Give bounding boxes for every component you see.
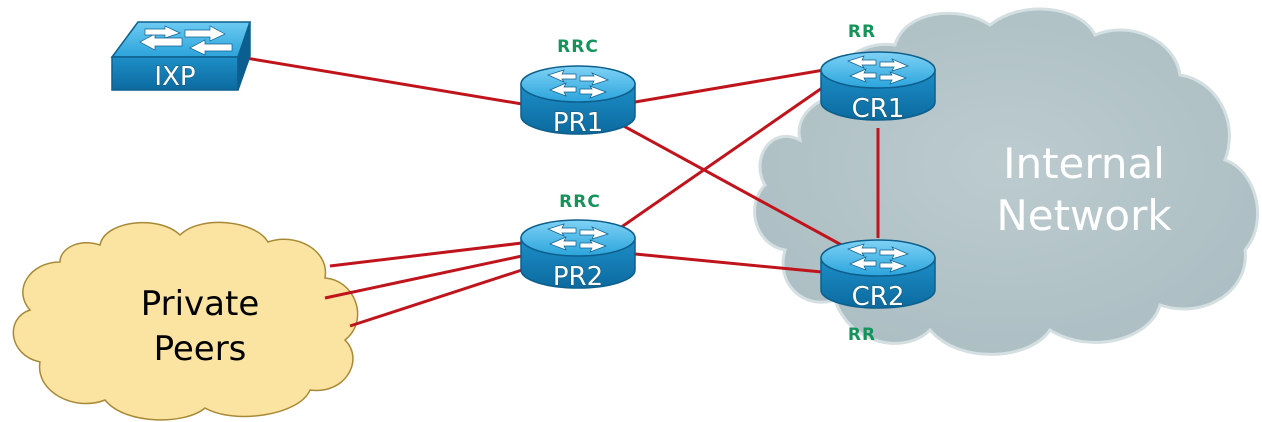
link-pr1-cr2	[619, 122, 859, 256]
cr1-label: CR1	[852, 94, 905, 124]
links	[245, 56, 880, 328]
router-pr2[interactable]: PR2	[520, 219, 636, 293]
link-private-pr2-b	[324, 254, 523, 300]
router-cr1[interactable]: CR1	[820, 51, 936, 125]
router-arrows-icon	[847, 243, 909, 273]
pr2-role-label: RRC	[559, 192, 601, 212]
private-cloud-label-line2: Peers	[154, 329, 247, 369]
link-pr2-cr2	[634, 252, 823, 274]
private-cloud-label-line1: Private	[141, 284, 260, 324]
router-arrows-icon	[547, 223, 609, 253]
link-private-pr2-c	[349, 268, 523, 328]
link-pr2-cr1	[619, 86, 823, 230]
cr1-role-label: RR	[848, 22, 876, 42]
internal-cloud-label-line2: Network	[996, 191, 1172, 240]
router-arrows-icon	[547, 69, 609, 99]
ixp-switch[interactable]: IXP	[110, 21, 252, 93]
switch-arrows-icon	[139, 25, 233, 56]
pr2-label: PR2	[553, 262, 603, 292]
link-pr1-cr1	[634, 68, 825, 104]
router-arrows-icon	[847, 55, 909, 85]
pr1-role-label: RRC	[557, 37, 599, 57]
link-ixp-pr1	[245, 56, 523, 106]
link-private-pr2-a	[329, 241, 523, 268]
router-cr2[interactable]: CR2	[820, 239, 936, 313]
router-pr1[interactable]: PR1	[520, 65, 636, 139]
cr2-label: CR2	[852, 282, 905, 312]
cr2-role-label: RR	[848, 325, 876, 345]
pr1-label: PR1	[553, 108, 603, 138]
internal-cloud-label-line1: Internal	[1003, 139, 1165, 188]
ixp-label: IXP	[154, 62, 195, 92]
private-peers-cloud: Private Peers	[12, 221, 359, 421]
